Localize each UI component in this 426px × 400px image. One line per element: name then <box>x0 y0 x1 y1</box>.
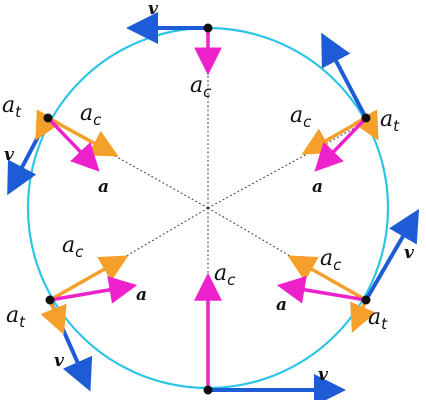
tangential-label: at <box>2 93 22 121</box>
acceleration-label: a <box>136 285 147 305</box>
acceleration-label: a <box>312 177 323 197</box>
velocity-label: v <box>148 0 159 19</box>
velocity-label: v <box>404 243 415 263</box>
point-lower-right: ac at v a <box>276 208 420 333</box>
velocity-label: v <box>4 145 15 165</box>
acceleration-label: a <box>276 295 287 315</box>
tangential-subscript: t <box>15 103 22 121</box>
acceleration-arrow <box>46 116 100 172</box>
centripetal-label: ac <box>320 246 342 274</box>
acceleration-label: a <box>98 177 109 197</box>
centripetal-symbol: a <box>80 101 93 126</box>
point-dot <box>361 295 371 305</box>
centripetal-symbol: a <box>62 233 75 258</box>
centripetal-arrow <box>287 255 367 302</box>
point-bottom: ac v <box>194 261 346 400</box>
centripetal-symbol: a <box>190 73 203 98</box>
tangential-label: at <box>6 303 26 331</box>
tangential-label: at <box>380 107 400 135</box>
centripetal-symbol: a <box>290 103 303 128</box>
centripetal-subscript: c <box>227 271 236 289</box>
acceleration-arrow <box>49 276 138 304</box>
centripetal-label: ac <box>62 233 84 261</box>
centripetal-symbol: a <box>320 246 333 271</box>
tangential-symbol: a <box>380 107 393 132</box>
centripetal-subscript: c <box>93 111 102 129</box>
point-dot <box>203 23 213 33</box>
centripetal-label: ac <box>290 103 312 131</box>
centripetal-subscript: c <box>75 243 84 261</box>
point-upper-left: at v ac a <box>2 93 119 197</box>
tangential-symbol: a <box>2 93 15 118</box>
centripetal-label: ac <box>214 261 236 289</box>
velocity-arrow <box>321 32 368 119</box>
guide-upper-right <box>207 123 363 209</box>
tangential-symbol: a <box>6 303 19 328</box>
centripetal-subscript: c <box>203 83 212 101</box>
point-upper-right: ac at a <box>290 32 400 197</box>
centripetal-arrow <box>47 116 119 157</box>
centripetal-arrow <box>49 255 129 302</box>
centripetal-subscript: c <box>303 113 312 131</box>
tangential-label: at <box>368 305 388 333</box>
tangential-arrow <box>350 299 376 333</box>
tangential-subscript: t <box>381 315 388 333</box>
acceleration-arrow <box>314 116 368 172</box>
velocity-label: v <box>318 365 329 385</box>
point-top: v ac <box>126 0 222 101</box>
point-dot <box>203 385 213 395</box>
point-dot <box>361 113 371 123</box>
centripetal-subscript: c <box>333 256 342 274</box>
velocity-label: v <box>54 351 65 371</box>
centripetal-label: ac <box>80 101 102 129</box>
centripetal-symbol: a <box>214 261 227 286</box>
point-dot <box>43 113 53 123</box>
velocity-arrow <box>364 208 420 302</box>
tangential-subscript: t <box>19 313 26 331</box>
centripetal-label: ac <box>190 73 212 101</box>
tangential-symbol: a <box>368 305 381 330</box>
point-lower-left: ac at v a <box>6 233 147 392</box>
point-dot <box>45 295 55 305</box>
acceleration-arrow <box>276 275 367 304</box>
tangential-subscript: t <box>393 117 400 135</box>
tangential-arrow <box>40 299 67 335</box>
